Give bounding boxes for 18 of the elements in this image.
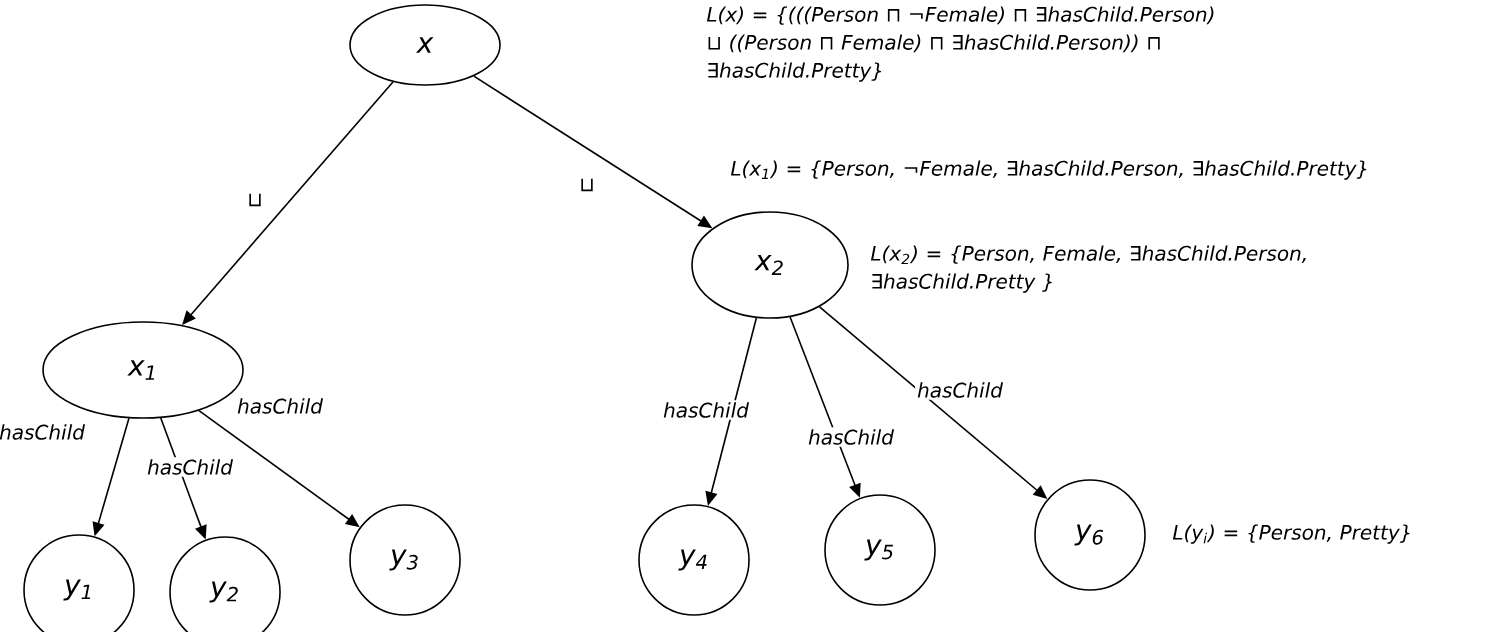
circle-node: y$_{5}$ [824, 494, 936, 606]
edge-label: hasChild [915, 380, 1005, 400]
edge-label: hasChild [0, 422, 87, 442]
edge-label: hasChild [145, 457, 235, 477]
circle-node: y$_{6}$ [1034, 479, 1146, 591]
label-formula: L(x$_{2}$) = {Person, Female, ∃hasChild.Person, ∃hasChild.Pretty } [870, 245, 1306, 293]
label-formula: L(x) = {(((Person ⊓ ¬Female) ⊓ ∃hasChild.Person) ⊔ ((Person ⊓ Female) ⊓ ∃hasChild.Person)) ⊓ ∃hasChild.Pretty} [706, 6, 1214, 82]
ellipse-node: x$_{2}$ [691, 211, 849, 319]
ellipse-node: x [349, 4, 501, 86]
label-formula: L(y$_{i}$) = {Person, Pretty} [1172, 524, 1410, 544]
arrow [182, 81, 394, 325]
edge-label: ⊔ [245, 191, 265, 209]
edge-label: ⊔ [577, 176, 597, 194]
circle-node: y$_{4}$ [638, 504, 750, 616]
circle-node: y$_{3}$ [349, 504, 461, 616]
edge-label: hasChild [806, 427, 896, 447]
edge-label: hasChild [661, 400, 751, 420]
label-formula: L(x$_{1}$) = {Person, ¬Female, ∃hasChild.Person, ∃hasChild.Pretty} [730, 160, 1367, 180]
